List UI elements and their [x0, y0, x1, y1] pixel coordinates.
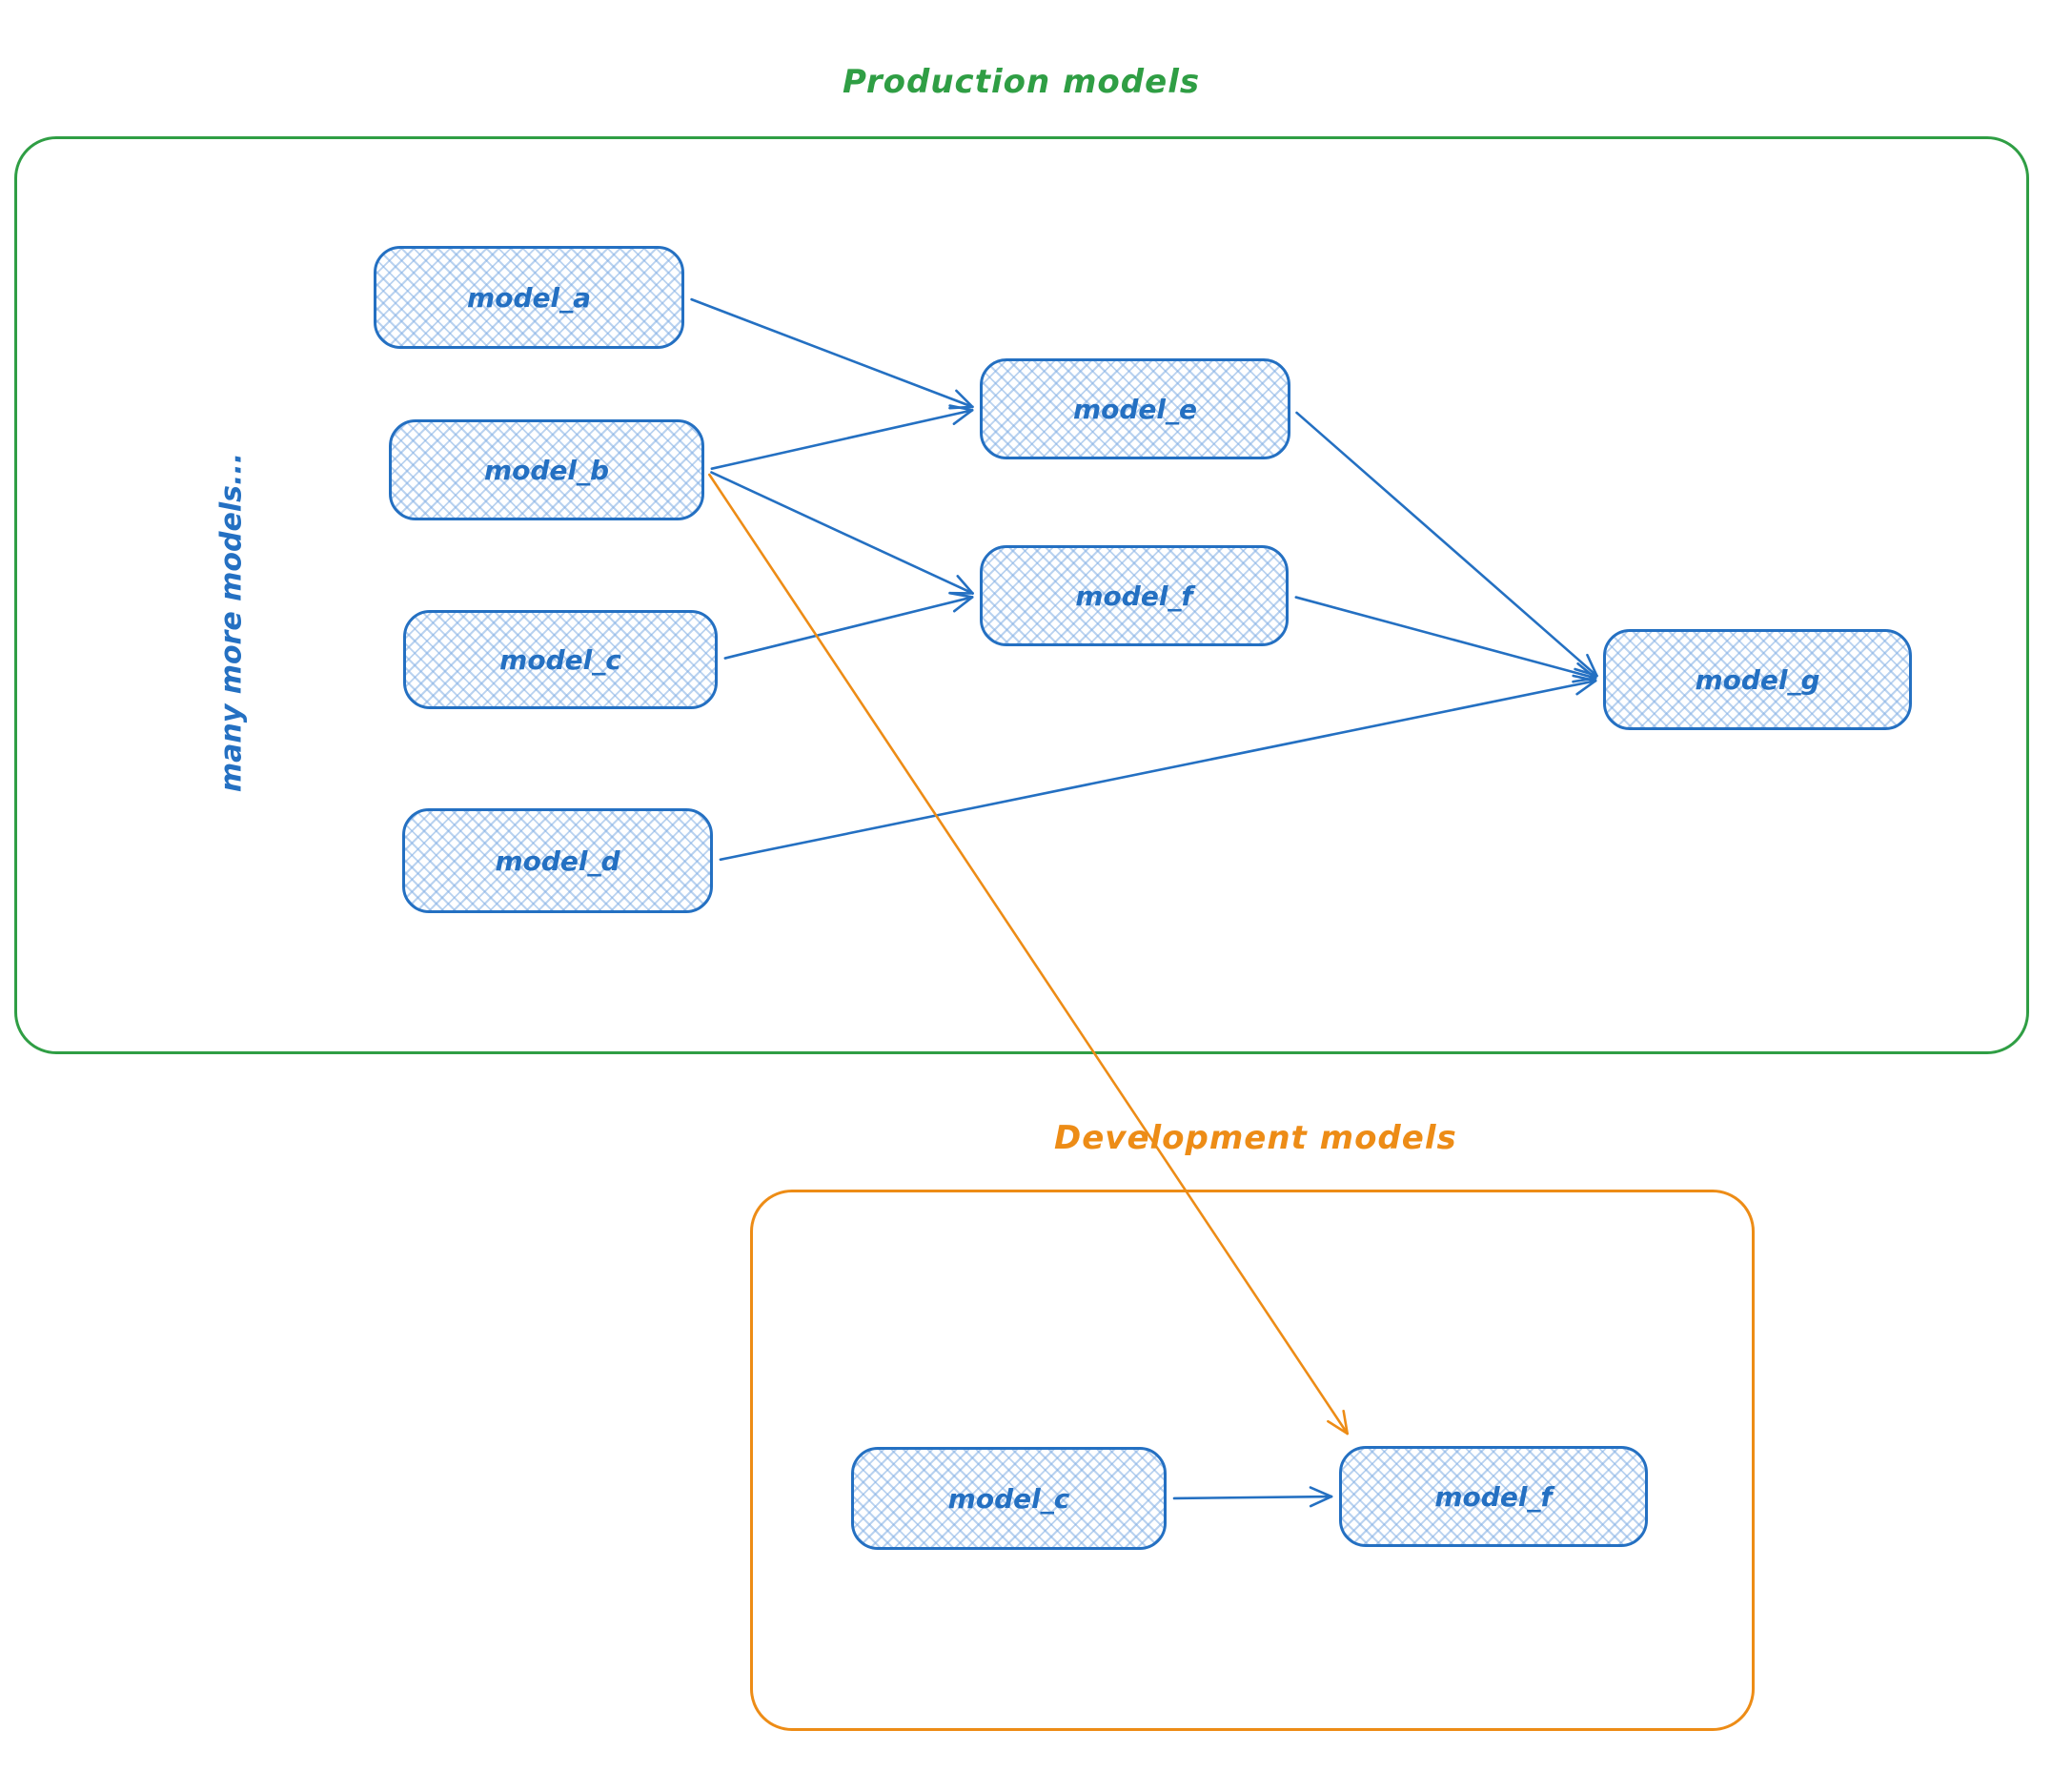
model-a-node[interactable]: model_a — [374, 246, 684, 349]
model-c-dev-node[interactable]: model_c — [851, 1447, 1167, 1550]
model-c-dev-label: model_c — [947, 1482, 1070, 1515]
model-e-label: model_e — [1072, 393, 1198, 425]
model-b-label: model_b — [483, 454, 610, 486]
model-d-node[interactable]: model_d — [402, 808, 713, 913]
model-f-node[interactable]: model_f — [980, 545, 1289, 646]
model-b-node[interactable]: model_b — [389, 419, 704, 520]
model-g-label: model_g — [1695, 663, 1820, 696]
model-e-node[interactable]: model_e — [980, 358, 1290, 459]
model-g-node[interactable]: model_g — [1603, 629, 1912, 730]
model-d-label: model_d — [495, 845, 620, 877]
model-f-dev-label: model_f — [1434, 1480, 1553, 1513]
model-a-label: model_a — [467, 281, 591, 314]
production-frame-title: Production models — [843, 63, 1201, 101]
model-f-dev-node[interactable]: model_f — [1339, 1446, 1648, 1547]
model-f-label: model_f — [1075, 580, 1193, 612]
model-c-node[interactable]: model_c — [403, 610, 718, 709]
many-more-models-note: many more models... — [214, 452, 249, 793]
development-frame-title: Development models — [1054, 1119, 1457, 1157]
model-c-label: model_c — [499, 643, 621, 676]
